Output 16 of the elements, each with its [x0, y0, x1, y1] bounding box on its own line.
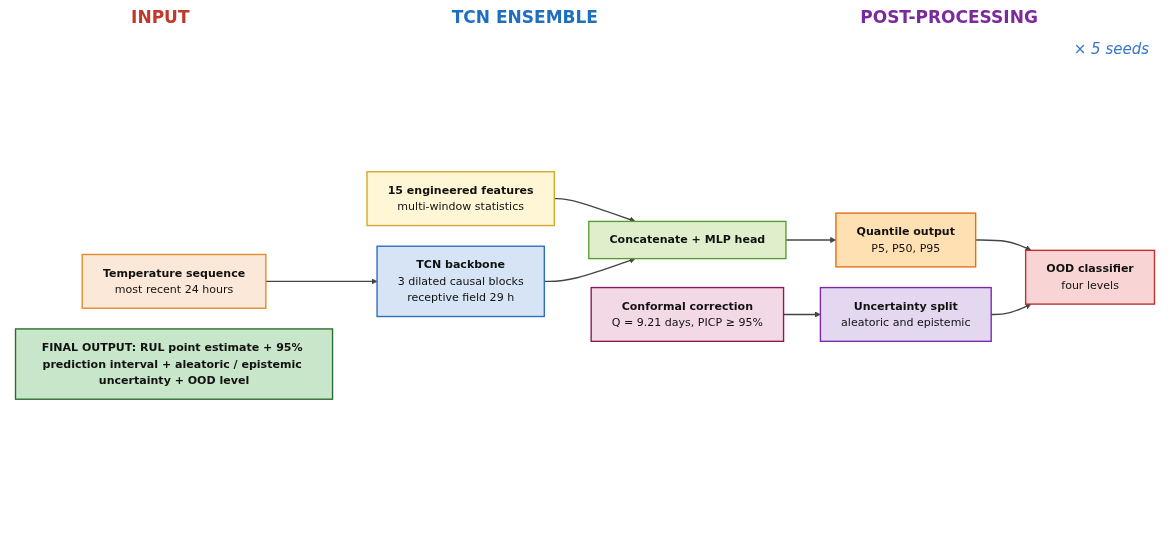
node-box: TCN backbone 3 dilated causal blocks receptive field 29 h: [375, 245, 545, 317]
node-box: Conformal correction Q = 9.21 days, PICP ≥ 95%: [589, 286, 784, 342]
node-box: Temperature sequence most recent 24 hours: [81, 253, 267, 309]
node-box: Concatenate + MLP head: [587, 220, 787, 259]
column-heading: INPUT: [131, 7, 190, 27]
arrow: [543, 257, 636, 282]
node-box: FINAL OUTPUT: RUL point estimate + 95% prediction interval + aleatoric / epistemic uncertainty + OOD level: [14, 327, 333, 400]
arrow: [990, 303, 1031, 315]
node-box: Quantile output P5, P50, P95: [834, 211, 976, 268]
note-text: × 5 seeds: [1073, 40, 1149, 58]
node-box: 15 engineered features multi-window statistics: [365, 170, 555, 226]
node-box: Uncertainty split aleatoric and epistemic: [819, 286, 992, 342]
node-box: OOD classifier four levels: [1024, 249, 1155, 305]
arrow: [553, 197, 636, 222]
column-heading: POST-PROCESSING: [860, 7, 1038, 27]
column-heading: TCN ENSEMBLE: [451, 7, 598, 27]
